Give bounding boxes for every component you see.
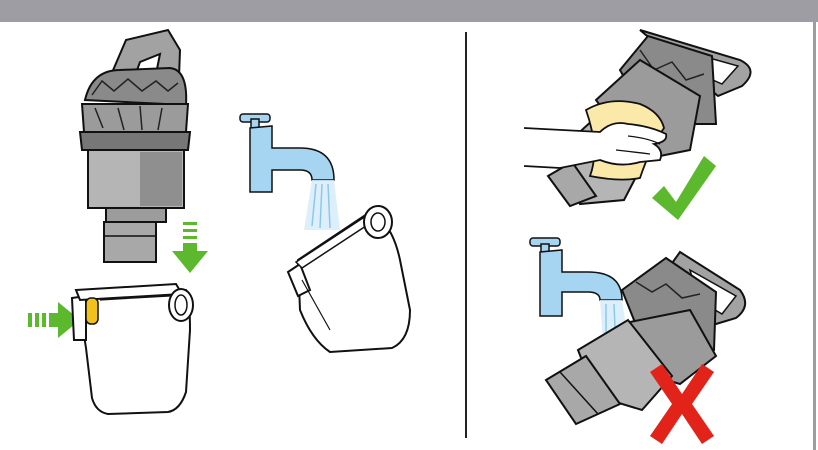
arrow-down-icon: [172, 222, 208, 273]
water-icon: [304, 180, 340, 230]
cyclone-icon: [80, 30, 190, 262]
bin-icon: [72, 284, 193, 414]
check-icon: [652, 156, 716, 220]
